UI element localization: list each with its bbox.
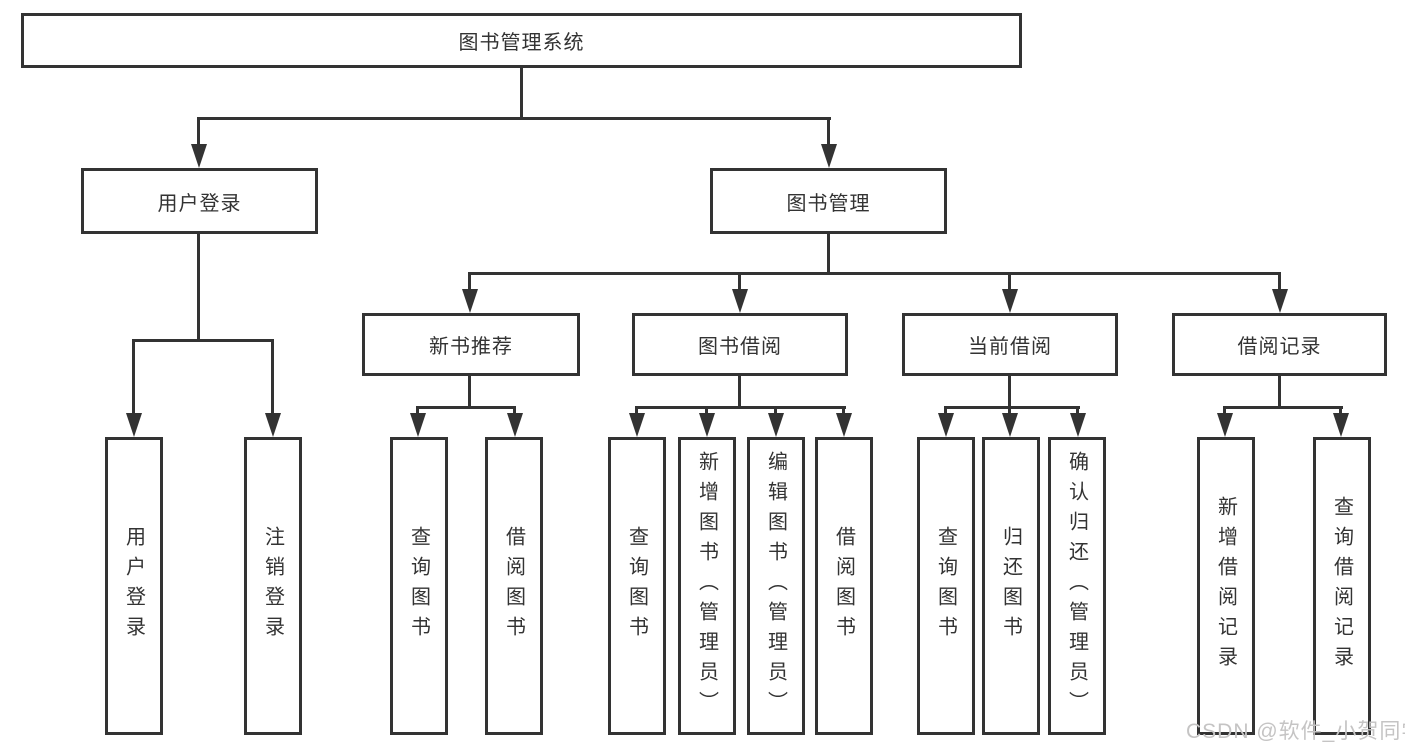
node-borrowing-records: 借阅记录: [1172, 313, 1387, 376]
node-label: 查询借阅记录: [1330, 496, 1353, 676]
node-book-management: 图书管理: [710, 168, 947, 234]
connector-arrowhead: [836, 413, 852, 437]
node-label: 确认归还（管理员）: [1065, 451, 1088, 721]
connector-line: [271, 339, 274, 415]
node-label: 查询图书: [934, 526, 957, 646]
connector-line: [1223, 406, 1343, 409]
connector-line: [635, 406, 638, 416]
connector-arrowhead: [1217, 413, 1233, 437]
node-label: 借阅图书: [832, 526, 855, 646]
connector-line: [197, 117, 200, 147]
connector-line: [468, 272, 471, 292]
connector-arrowhead: [1070, 413, 1086, 437]
connector-line: [842, 406, 845, 416]
node-label: 借阅记录: [1237, 336, 1322, 358]
connector-line: [1076, 406, 1079, 416]
connector-arrowhead: [1002, 289, 1018, 313]
node-leaf-logout: 注销登录: [244, 437, 302, 735]
connector-line: [1008, 406, 1011, 416]
connector-arrowhead: [629, 413, 645, 437]
node-new-book-recommendation: 新书推荐: [362, 313, 580, 376]
node-leaf-query-books: 查询图书: [917, 437, 975, 735]
node-label: 用户登录: [157, 192, 242, 215]
connector-line: [635, 406, 846, 409]
connector-line: [513, 406, 516, 416]
connector-line: [944, 406, 947, 416]
connector-line: [468, 272, 1281, 275]
node-label: 查询图书: [625, 526, 648, 646]
connector-line: [1223, 406, 1226, 416]
connector-line: [774, 406, 777, 416]
node-label: 图书管理系统: [458, 32, 585, 54]
node-label: 编辑图书（管理员）: [764, 451, 787, 721]
connector-arrowhead: [821, 144, 837, 168]
connector-arrowhead: [265, 413, 281, 437]
connector-line: [416, 406, 419, 416]
connector-arrowhead: [1002, 413, 1018, 437]
connector-arrowhead: [699, 413, 715, 437]
connector-line: [738, 272, 741, 292]
node-leaf-edit-books-admin: 编辑图书（管理员）: [747, 437, 805, 735]
connector-arrowhead: [1333, 413, 1349, 437]
node-leaf-return-books: 归还图书: [982, 437, 1040, 735]
node-label: 新增图书（管理员）: [695, 451, 718, 721]
connector-line: [132, 339, 135, 415]
connector-line: [197, 234, 200, 341]
connector-arrowhead: [732, 289, 748, 313]
connector-line: [944, 406, 1080, 409]
connector-arrowhead: [126, 413, 142, 437]
node-label: 注销登录: [261, 526, 284, 646]
node-label: 用户登录: [122, 526, 145, 646]
node-leaf-add-books-admin: 新增图书（管理员）: [678, 437, 736, 735]
connector-line: [197, 117, 831, 120]
node-leaf-user-login: 用户登录: [105, 437, 163, 735]
connector-arrowhead: [191, 144, 207, 168]
node-label: 图书借阅: [698, 336, 782, 358]
node-label: 新书推荐: [429, 336, 513, 358]
connector-arrowhead: [1272, 289, 1288, 313]
connector-line: [132, 339, 274, 342]
node-book-borrowing: 图书借阅: [632, 313, 848, 376]
node-label: 当前借阅: [968, 336, 1052, 358]
connector-line: [416, 406, 516, 409]
node-current-borrowing: 当前借阅: [902, 313, 1118, 376]
node-leaf-query-borrow-record: 查询借阅记录: [1313, 437, 1371, 735]
node-leaf-borrow-books: 借阅图书: [815, 437, 873, 735]
connector-line: [827, 117, 830, 147]
node-label: 新增借阅记录: [1214, 496, 1237, 676]
connector-line: [520, 66, 523, 117]
connector-line: [1278, 272, 1281, 292]
connector-arrowhead: [768, 413, 784, 437]
node-label: 查询图书: [407, 526, 430, 646]
node-label: 图书管理: [786, 192, 871, 215]
connector-arrowhead: [938, 413, 954, 437]
connector-arrowhead: [507, 413, 523, 437]
connector-line: [1339, 406, 1342, 416]
connector-arrowhead: [410, 413, 426, 437]
connector-line: [1278, 376, 1281, 408]
node-root-library-management-system: 图书管理系统: [21, 13, 1022, 68]
node-leaf-query-books: 查询图书: [390, 437, 448, 735]
csdn-watermark: CSDN @软件_小贺同学: [1186, 720, 1405, 743]
connector-arrowhead: [462, 289, 478, 313]
node-leaf-query-books: 查询图书: [608, 437, 666, 735]
node-label: 归还图书: [999, 526, 1022, 646]
connector-line: [1008, 376, 1011, 408]
node-leaf-borrow-books: 借阅图书: [485, 437, 543, 735]
connector-line: [468, 376, 471, 408]
node-leaf-add-borrow-record: 新增借阅记录: [1197, 437, 1255, 735]
connector-line: [1008, 272, 1011, 292]
connector-line: [827, 234, 830, 275]
node-label: 借阅图书: [502, 526, 525, 646]
node-leaf-confirm-return-admin: 确认归还（管理员）: [1048, 437, 1106, 735]
node-user-login: 用户登录: [81, 168, 318, 234]
connector-line: [705, 406, 708, 416]
connector-line: [738, 376, 741, 408]
